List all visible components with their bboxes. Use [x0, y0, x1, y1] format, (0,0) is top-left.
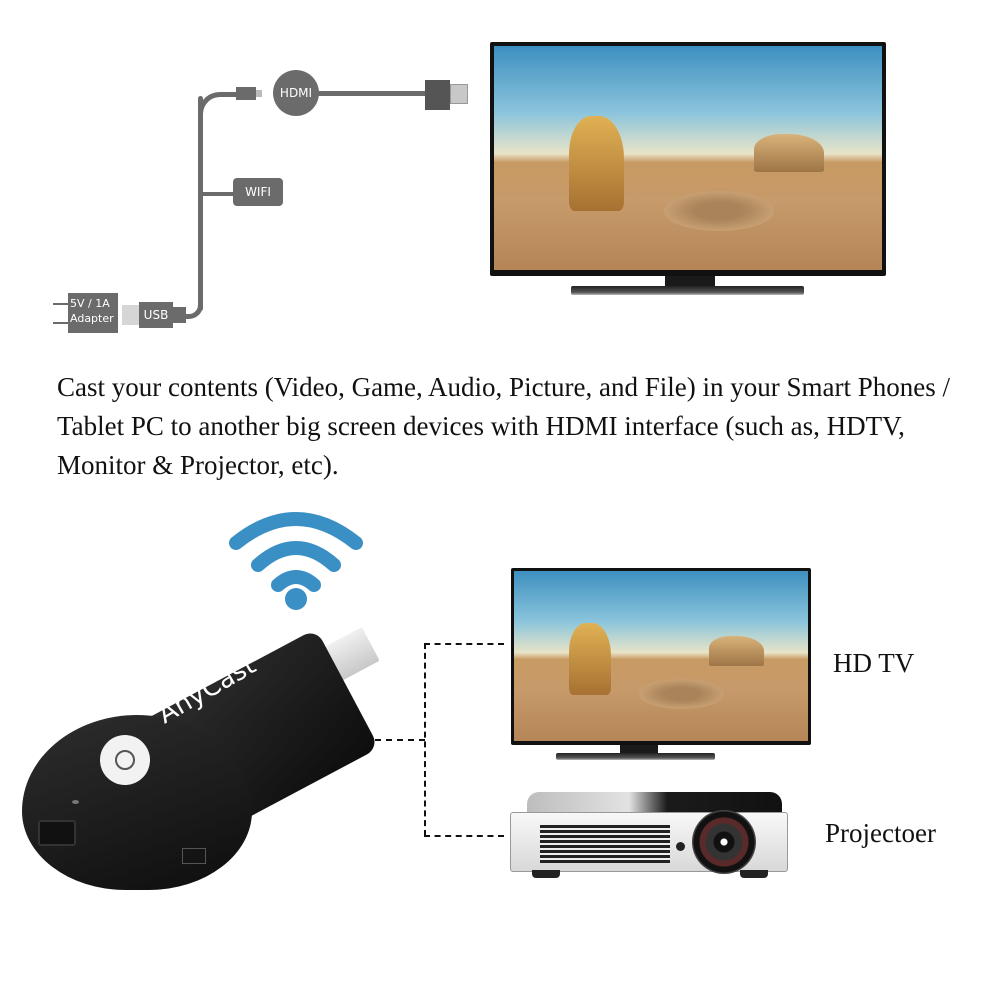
adapter-name: Adapter	[70, 312, 114, 325]
projector-foot-right	[740, 870, 768, 878]
adapter-spec: 5V / 1A	[70, 297, 110, 310]
wifi-branch-cable	[200, 192, 235, 196]
tv-top-stand-neck	[665, 276, 715, 288]
dongle-led	[72, 800, 79, 804]
usb-label-box: USB	[139, 302, 173, 328]
tv-bottom-stand-base	[556, 753, 715, 760]
hdmi-cable	[318, 91, 428, 96]
hdmi-label: HDMI	[279, 86, 313, 100]
projector-sensor	[676, 842, 685, 851]
usb-label: USB	[143, 308, 169, 322]
projector-top	[527, 792, 782, 814]
tv-bottom-stand-neck	[620, 745, 658, 755]
cable-top-curve	[198, 92, 238, 122]
tv-top-stand-base	[571, 286, 804, 295]
cast-logo-icon	[115, 750, 135, 770]
cable-bottom-curve	[180, 296, 203, 319]
dongle-reset-button	[182, 848, 206, 864]
projector-lens	[692, 810, 756, 874]
usb-plug-end	[172, 307, 186, 323]
dashed-line-vertical	[424, 643, 426, 836]
tv-bottom-screen	[514, 571, 808, 741]
dongle-micro-usb-port	[38, 820, 76, 846]
projector-label: Projectoer	[825, 818, 936, 848]
wifi-icon	[229, 512, 363, 610]
tv-top-frame	[490, 42, 886, 276]
tv-bottom-frame	[511, 568, 811, 745]
description-text: Cast your contents (Video, Game, Audio, …	[57, 372, 951, 480]
hdmi-plug-tip	[450, 84, 468, 104]
dashed-line-to-projector	[424, 835, 504, 837]
dashed-line-to-tv	[424, 643, 504, 645]
adapter-prong-top	[53, 303, 69, 305]
hd-tv-label: HD TV	[833, 648, 915, 678]
micro-usb-tip	[256, 90, 262, 97]
projector-foot-left	[532, 870, 560, 878]
dashed-line-from-dongle	[375, 739, 425, 741]
cable-vertical	[198, 96, 203, 311]
hdmi-label-circle: HDMI	[273, 70, 319, 116]
hdmi-plug	[425, 80, 450, 110]
usb-connector-tip	[122, 305, 139, 325]
wifi-label: WIFI	[245, 185, 271, 199]
projector-vent	[540, 825, 670, 863]
adapter-prong-bottom	[53, 322, 69, 324]
wifi-label-box: WIFI	[233, 178, 283, 206]
power-adapter: 5V / 1A Adapter	[68, 293, 118, 333]
micro-usb-plug	[236, 87, 256, 100]
tv-top-screen	[494, 46, 882, 270]
dongle-logo-circle	[100, 735, 150, 785]
